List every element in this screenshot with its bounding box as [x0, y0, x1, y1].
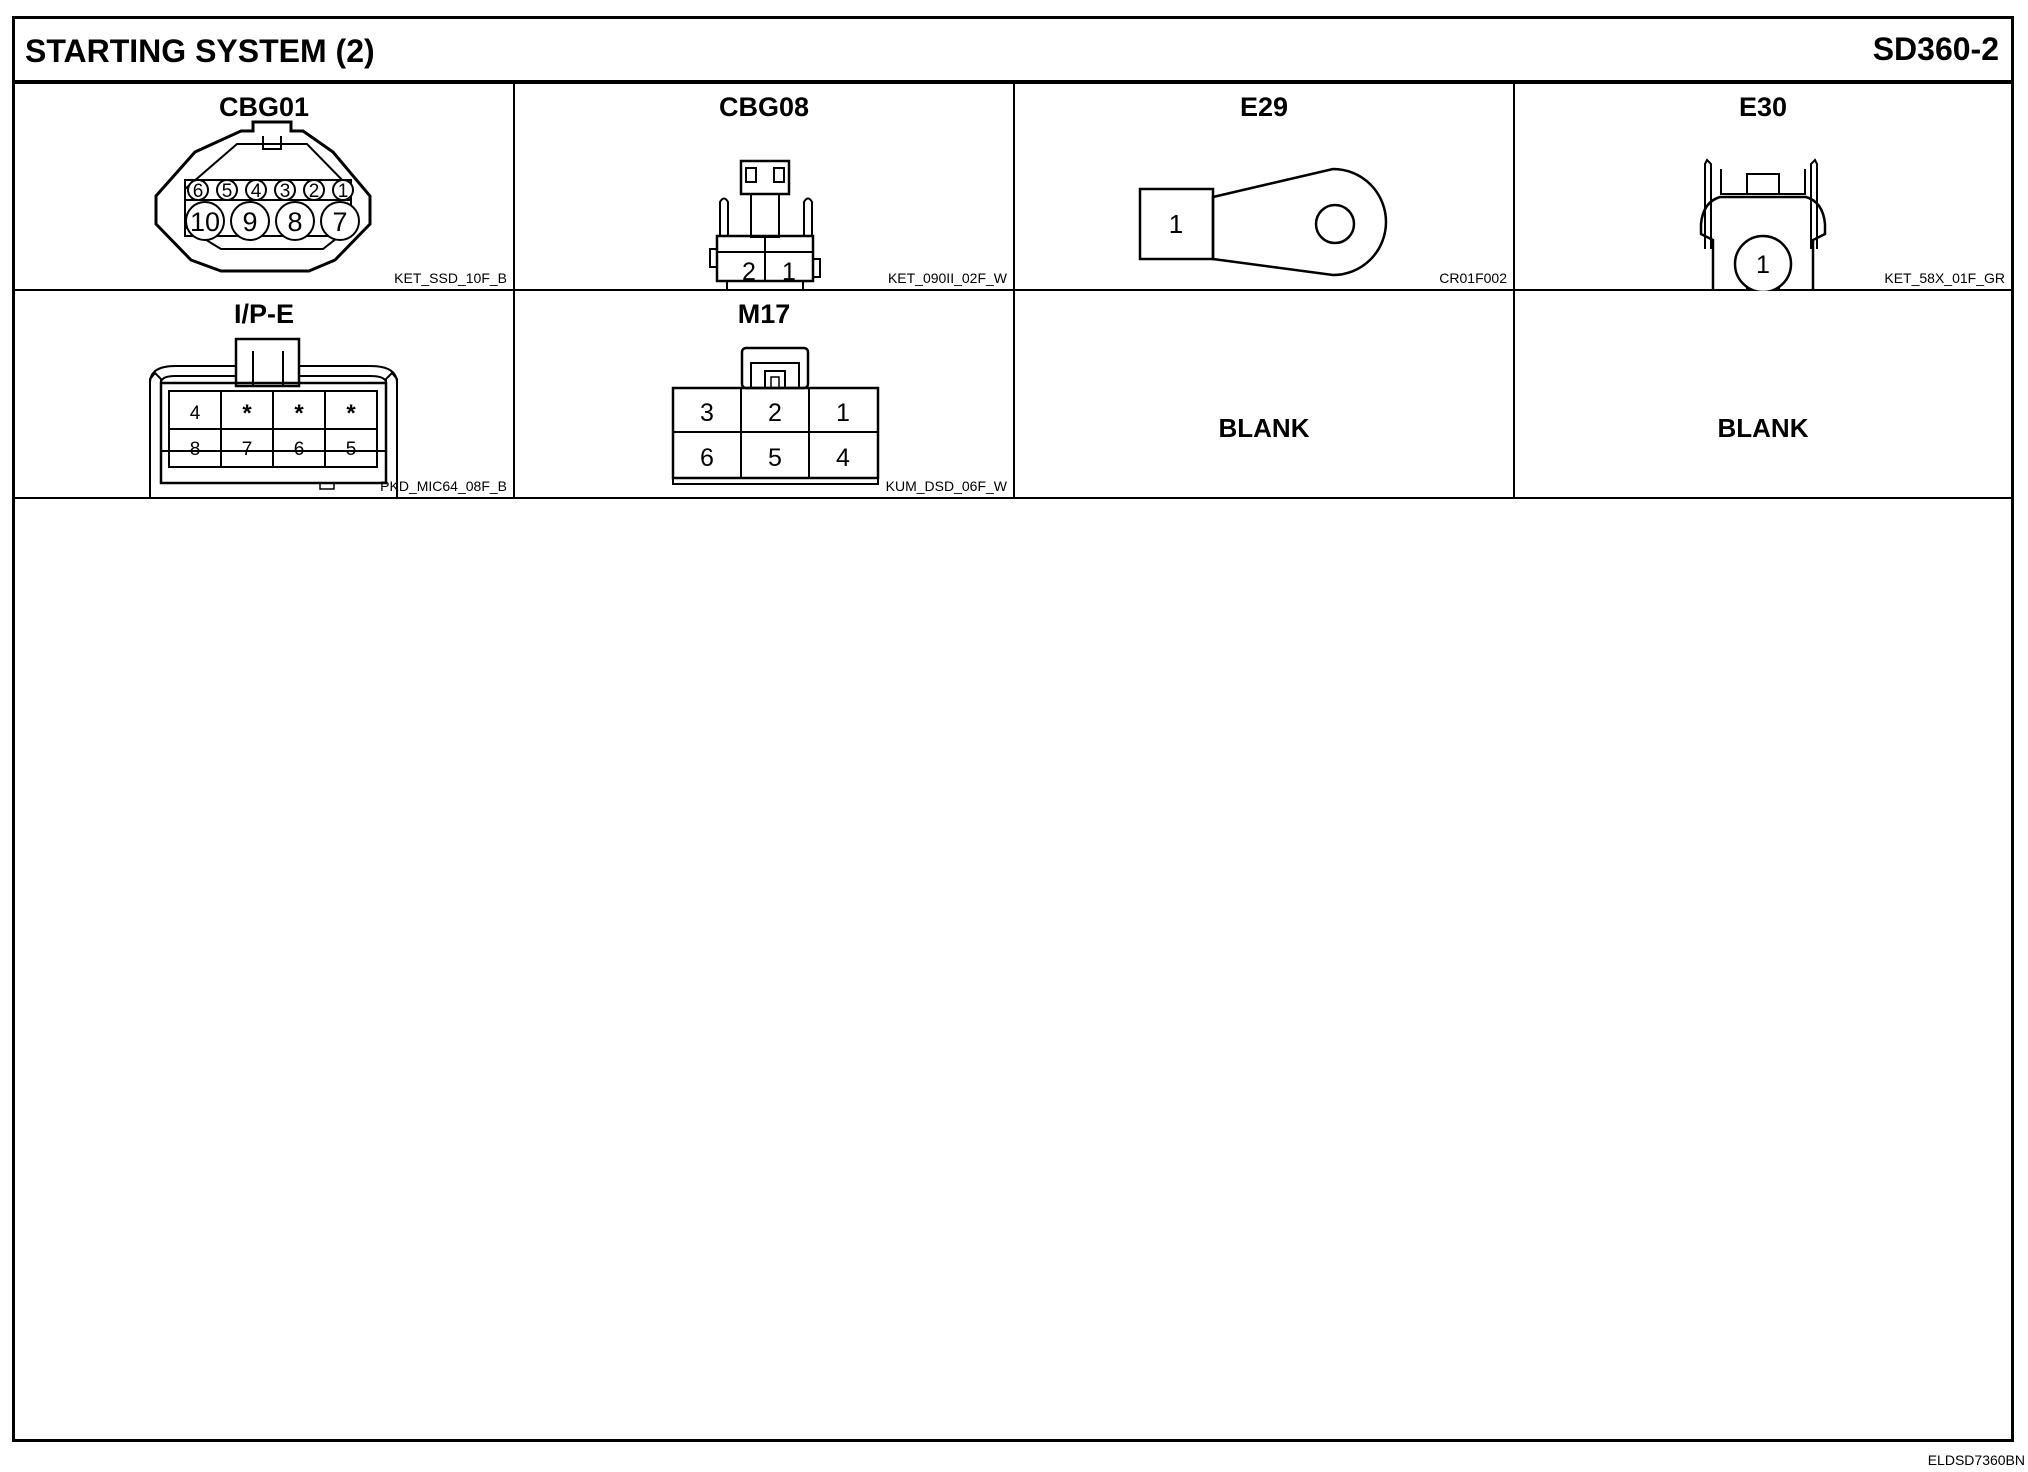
- connector-cell-e30: E30 1 KET_58X_01F_GR: [1515, 84, 2011, 291]
- e29-connector-drawing: 1: [1138, 167, 1388, 277]
- connector-name: I/P-E: [233, 299, 294, 329]
- pin-label: 1: [338, 181, 349, 202]
- pin-label: 6: [294, 439, 305, 460]
- blank-label: BLANK: [1218, 413, 1310, 443]
- pin-label: 1: [836, 399, 850, 427]
- connector-name: E29: [1239, 92, 1289, 122]
- pin-label: 4: [836, 444, 850, 472]
- pin-label: 1: [1169, 209, 1183, 239]
- pin-label: *: [346, 400, 356, 427]
- pin-label: 7: [332, 207, 347, 237]
- pin-label: 10: [190, 207, 220, 237]
- pin-label: 5: [222, 181, 233, 202]
- connector-name: E30: [1738, 92, 1788, 122]
- diagram-frame: STARTING SYSTEM (2) SD360-2 CBG01 6 5 4 …: [12, 16, 2014, 1442]
- pin-label: 7: [242, 439, 253, 460]
- page-code: SD360-2: [1872, 31, 1999, 67]
- connector-cell-cbg08: CBG08 2 1 KET_090II_02F_W: [515, 84, 1015, 291]
- drawing-code: ELDSD7360BN: [1927, 1452, 2025, 1468]
- m17-connector-drawing: 3 2 1 6 5 4: [671, 346, 880, 485]
- pin-label: 3: [280, 181, 291, 202]
- cbg01-pins: 6 5 4 3 2 1 10 9 8 7: [185, 179, 360, 241]
- connector-cell-ip-e: I/P-E 4 * * * 8 7 6 5 PKD_MIC64_0: [15, 291, 515, 499]
- pin-label: 1: [782, 258, 796, 286]
- pin-label: 9: [242, 207, 257, 237]
- pin-label: 5: [768, 444, 782, 472]
- connector-cell-cbg01: CBG01 6 5 4 3 2 1 10: [15, 84, 515, 291]
- e30-connector-drawing: 1: [1699, 158, 1827, 291]
- connector-part-code: KET_090II_02F_W: [887, 270, 1007, 286]
- pin-label: 8: [287, 207, 302, 237]
- pin-label: 2: [768, 399, 782, 427]
- blank-cell: BLANK: [1515, 291, 2011, 499]
- pin-label: 6: [700, 444, 714, 472]
- connector-part-code: KET_58X_01F_GR: [1884, 270, 2005, 286]
- pin-label: 5: [346, 439, 357, 460]
- blank-cell: BLANK: [1015, 291, 1515, 499]
- pin-label: 4: [190, 403, 201, 424]
- pin-label: 6: [193, 181, 204, 202]
- connector-part-code: KET_SSD_10F_B: [394, 270, 507, 286]
- connector-part-code: KUM_DSD_06F_W: [885, 478, 1007, 494]
- pin-label: 2: [742, 258, 756, 286]
- connector-cell-m17: M17 3 2 1 6 5 4 KUM_DSD_06F_W: [515, 291, 1015, 499]
- pin-label: 3: [700, 399, 714, 427]
- pin-label: *: [242, 400, 252, 427]
- connector-name: CBG08: [718, 92, 810, 122]
- connector-part-code: PKD_MIC64_08F_B: [380, 478, 507, 494]
- blank-label: BLANK: [1717, 413, 1809, 443]
- pin-label: 1: [1756, 251, 1770, 279]
- connector-cell-e29: E29 1 CR01F002: [1015, 84, 1515, 291]
- connector-part-code: CR01F002: [1439, 270, 1507, 286]
- pin-label: *: [294, 400, 304, 427]
- page-header: STARTING SYSTEM (2) SD360-2: [15, 19, 2011, 84]
- cbg01-connector-drawing: 6 5 4 3 2 1 10 9 8 7: [154, 120, 372, 273]
- cbg08-connector-drawing: 2 1: [709, 159, 821, 291]
- page-title: STARTING SYSTEM (2): [25, 33, 375, 69]
- pin-label: 8: [190, 439, 201, 460]
- ip-e-connector-drawing: 4 * * * 8 7 6 5: [149, 337, 398, 499]
- pin-label: 2: [309, 181, 320, 202]
- connector-name: CBG01: [218, 92, 310, 122]
- pin-label: 4: [251, 181, 262, 202]
- connector-name: M17: [737, 299, 791, 329]
